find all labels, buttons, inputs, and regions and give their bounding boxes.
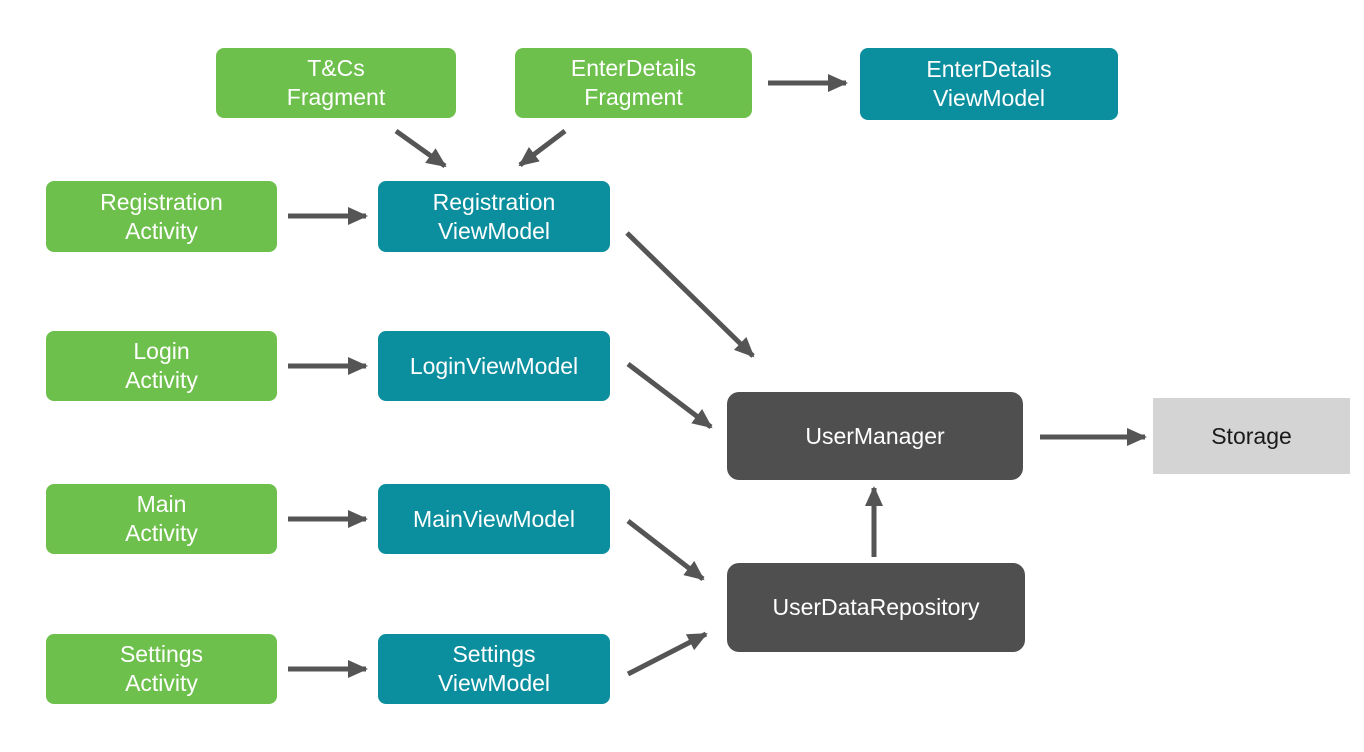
node-registration-viewmodel: Registration ViewModel — [378, 181, 610, 252]
node-label: Settings ViewModel — [437, 641, 551, 696]
edge-main-viewmodel-to-userdatarepository — [626, 519, 705, 581]
edge-tcs-fragment-to-registration-viewmodel — [394, 128, 447, 169]
node-storage: Storage — [1153, 398, 1350, 474]
node-label: Main Activity — [125, 491, 198, 546]
edge-settings-viewmodel-to-userdatarepository — [626, 631, 708, 677]
node-settings-viewmodel: Settings ViewModel — [378, 634, 610, 704]
node-registration-activity: Registration Activity — [46, 181, 277, 252]
node-label: LoginViewModel — [409, 352, 579, 379]
edge-enterdetails-fragment-to-registration-viewmodel — [518, 129, 567, 167]
edge-registration-viewmodel-to-usermanager — [625, 231, 755, 358]
node-main-viewmodel: MainViewModel — [378, 484, 610, 554]
node-login-viewmodel: LoginViewModel — [378, 331, 610, 401]
node-enterdetails-viewmodel: EnterDetails ViewModel — [860, 48, 1118, 120]
node-label: Registration Activity — [100, 188, 223, 244]
node-label: EnterDetails ViewModel — [926, 56, 1052, 111]
edge-login-viewmodel-to-usermanager — [626, 362, 713, 429]
node-usermanager: UserManager — [727, 392, 1023, 480]
node-tcs-fragment: T&Cs Fragment — [216, 48, 456, 118]
node-label: UserManager — [805, 422, 945, 449]
node-label: Settings Activity — [119, 641, 204, 696]
node-label: T&Cs Fragment — [286, 55, 386, 110]
node-label: Registration ViewModel — [432, 188, 556, 244]
node-main-activity: Main Activity — [46, 484, 277, 554]
node-label: MainViewModel — [413, 505, 575, 532]
node-label: UserDataRepository — [772, 594, 980, 621]
node-userdatarepository: UserDataRepository — [727, 563, 1025, 652]
node-settings-activity: Settings Activity — [46, 634, 277, 704]
node-label: Login Activity — [125, 338, 198, 393]
node-label: Storage — [1211, 422, 1292, 449]
node-enterdetails-fragment: EnterDetails Fragment — [515, 48, 752, 118]
node-login-activity: Login Activity — [46, 331, 277, 401]
node-label: EnterDetails Fragment — [570, 55, 697, 110]
